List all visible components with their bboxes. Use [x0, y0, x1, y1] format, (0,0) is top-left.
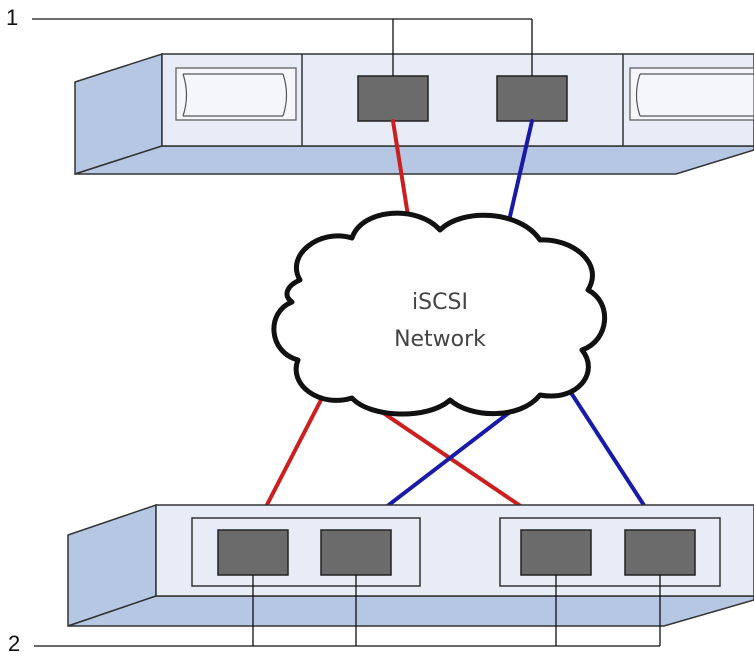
bottom-port-4	[624, 529, 696, 576]
bottom-port-1	[217, 529, 289, 576]
top-unit-bottom	[74, 145, 754, 175]
top-port-b	[496, 75, 568, 122]
callout-2-leader	[34, 575, 661, 647]
top-storage-unit	[74, 52, 754, 176]
drive-left-icon	[175, 67, 297, 121]
callout-1-label: 1	[6, 5, 19, 30]
iscsi-network-cloud-icon	[271, 210, 607, 417]
bottom-storage-unit	[67, 503, 754, 628]
red-cable-top	[391, 119, 411, 224]
callout-2-label: 2	[8, 631, 21, 656]
bottom-port-3	[520, 529, 592, 576]
blue-cable-top	[506, 119, 534, 227]
cloud-label-line-1: iSCSI	[412, 290, 468, 315]
bottom-port-2	[320, 529, 392, 576]
port-group-right	[499, 517, 721, 587]
top-port-a	[357, 75, 429, 122]
cloud-label-line-2: Network	[394, 327, 486, 352]
port-group-left	[191, 517, 421, 587]
drive-right-icon	[629, 67, 754, 121]
callout-1-leader	[32, 18, 533, 76]
bottom-unit-bottom	[67, 595, 754, 627]
